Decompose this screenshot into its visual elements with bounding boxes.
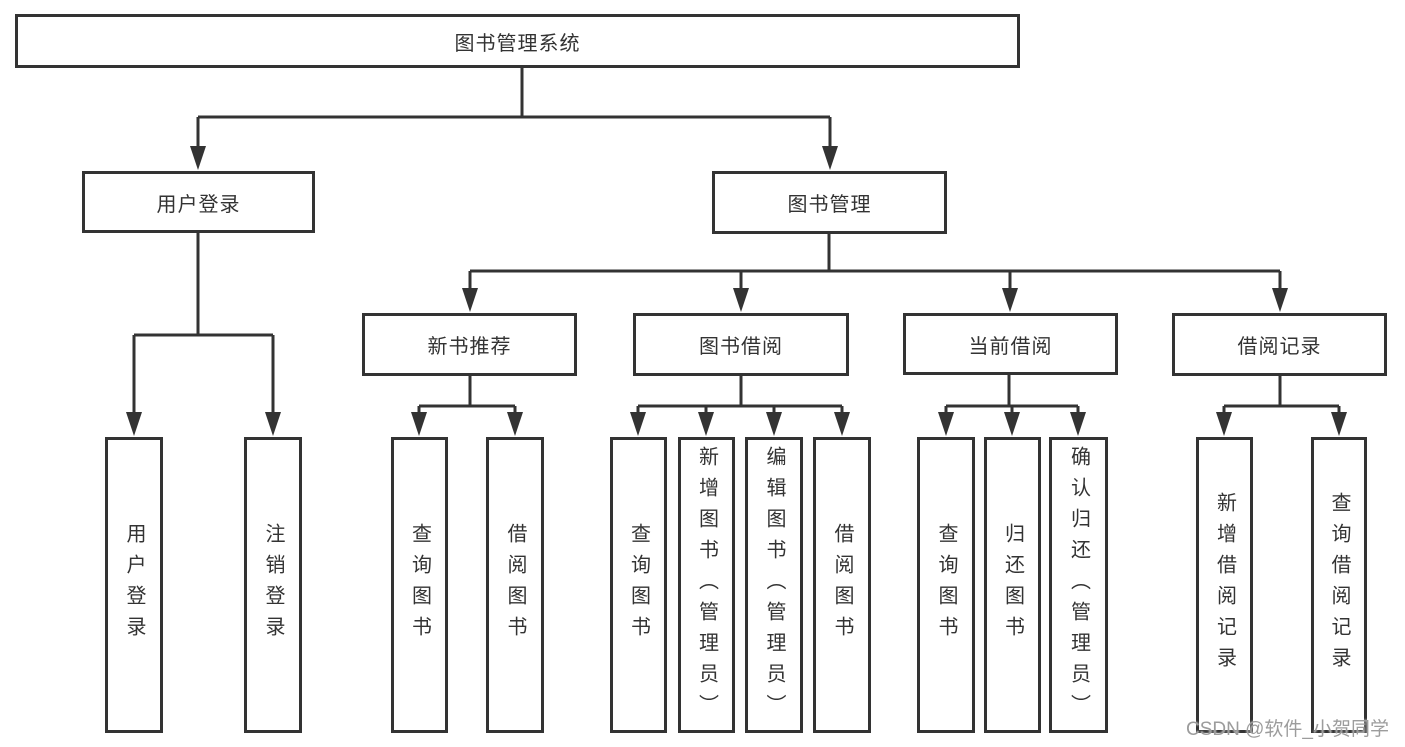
arrowhead-icon [1070,412,1086,436]
arrowhead-icon [822,146,838,170]
node-label: 归还图书 [1001,523,1024,647]
node-label: 图书管理系统 [454,32,581,55]
arrowhead-icon [698,412,714,436]
node-label: 借阅图书 [831,523,853,647]
node-label: 编辑图书（管理员） [763,445,785,725]
node-borrow-records: 借阅记录 [1172,313,1387,376]
arrowhead-icon [1002,288,1018,312]
node-label: 新书推荐 [427,336,512,358]
node-label: 新增借阅记录 [1213,492,1236,678]
node-leaf-search-borrow-record: 查询借阅记录 [1311,437,1367,733]
arrowhead-icon [938,412,954,436]
node-book-management-module: 图书管理 [712,171,947,234]
node-label: 查询借阅记录 [1328,492,1350,678]
csdn-watermark: CSDN @软件_小贺同学 [1186,719,1389,740]
arrowhead-icon [462,288,478,312]
node-leaf-borrow-books: 借阅图书 [813,437,871,733]
connector-book-borrow-to-leaves [630,376,850,436]
node-label: 用户登录 [123,523,145,647]
node-user-login-module: 用户登录 [82,171,315,233]
node-book-borrow: 图书借阅 [633,313,849,376]
arrowhead-icon [834,412,850,436]
node-label: 查询图书 [408,523,431,647]
node-leaf-search-books-borrow: 查询图书 [610,437,667,733]
connector-new-book-to-leaves [411,376,523,436]
arrowhead-icon [1331,412,1347,436]
arrowhead-icon [126,412,142,436]
arrowhead-icon [630,412,646,436]
node-leaf-search-books-current: 查询图书 [917,437,975,733]
node-leaf-edit-book-admin: 编辑图书（管理员） [745,437,803,733]
node-leaf-add-book-admin: 新增图书（管理员） [678,437,735,733]
connector-current-borrow-to-leaves [938,374,1086,436]
node-leaf-user-login: 用户登录 [105,437,163,733]
node-leaf-confirm-return-admin: 确认归还（管理员） [1049,437,1108,733]
arrowhead-icon [507,412,523,436]
arrowhead-icon [1272,288,1288,312]
node-leaf-add-borrow-record: 新增借阅记录 [1196,437,1253,733]
node-label: 查询图书 [935,523,957,647]
node-leaf-return-book: 归还图书 [984,437,1041,733]
node-label: 借阅记录 [1237,336,1322,358]
arrowhead-icon [766,412,782,436]
connector-book-management-to-level3 [462,234,1288,312]
arrowhead-icon [1004,412,1020,436]
connector-user-login-to-leaves [126,233,281,436]
connector-borrow-records-to-leaves [1216,376,1347,436]
node-label: 确认归还（管理员） [1067,445,1090,725]
connector-root-to-level2 [190,68,838,170]
node-root-library-system: 图书管理系统 [15,14,1020,68]
node-label: 用户登录 [156,193,241,216]
node-label: 图书借阅 [699,336,783,358]
arrowhead-icon [411,412,427,436]
node-label: 查询图书 [627,523,650,647]
node-new-book-recommend: 新书推荐 [362,313,577,376]
node-label: 图书管理 [787,194,872,216]
node-label: 注销登录 [262,523,284,647]
arrowhead-icon [190,146,206,170]
node-label: 新增图书（管理员） [695,445,718,725]
node-label: 当前借阅 [968,335,1053,358]
node-label: 借阅图书 [504,523,526,647]
node-current-borrow: 当前借阅 [903,313,1118,375]
arrowhead-icon [733,288,749,312]
arrowhead-icon [265,412,281,436]
arrowhead-icon [1216,412,1232,436]
node-leaf-borrow-books-recommend: 借阅图书 [486,437,544,733]
node-leaf-search-books-recommend: 查询图书 [391,437,448,733]
node-leaf-logout: 注销登录 [244,437,302,733]
